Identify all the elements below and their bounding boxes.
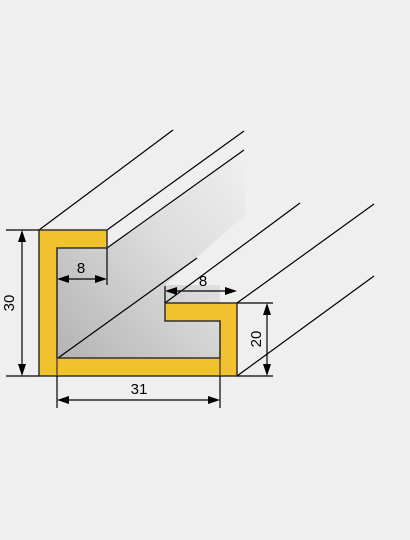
dimension-right-lip	[164, 286, 237, 303]
dimension-right-height	[237, 302, 273, 377]
dimension-label-height-total: 30	[1, 295, 18, 312]
dimension-label-top-lip: 8	[77, 260, 85, 277]
dimension-top-lip	[57, 248, 108, 285]
extrusion-lines	[38, 129, 375, 377]
dimension-height-total	[6, 229, 39, 377]
dimension-bottom-width	[56, 376, 221, 408]
dimension-label-bottom-width: 31	[131, 381, 148, 398]
dimension-label-right-height: 20	[248, 331, 265, 348]
dimension-label-right-lip: 8	[199, 273, 207, 290]
